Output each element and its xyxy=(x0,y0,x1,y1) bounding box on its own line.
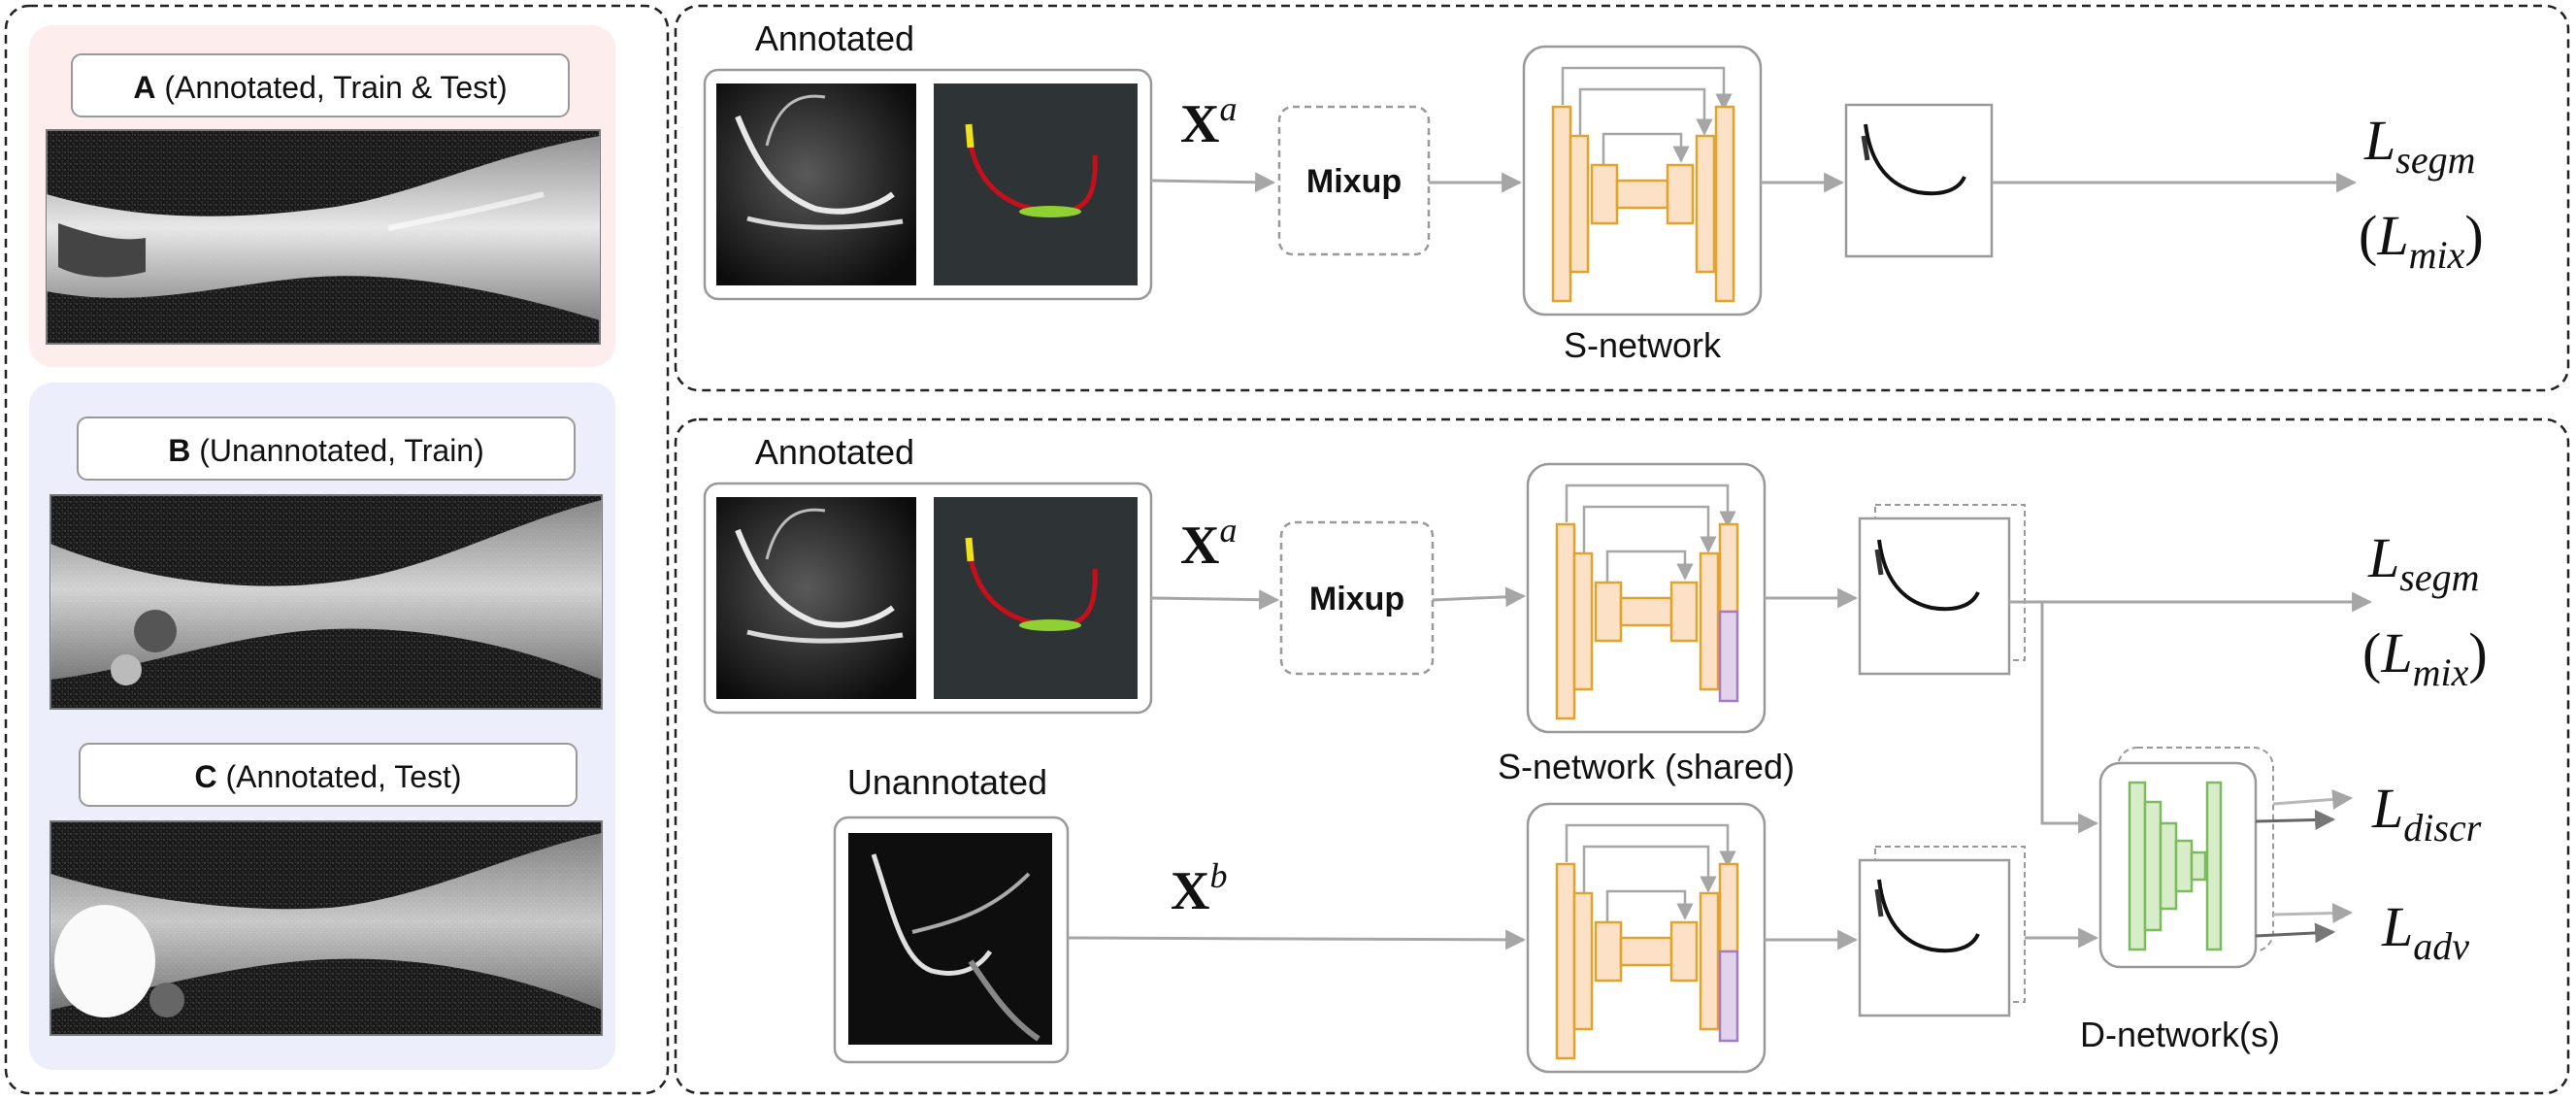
dataset-a-label-box xyxy=(71,53,570,117)
disc-arrow-adv-light xyxy=(2272,902,2354,923)
loss-discr: Ldiscr xyxy=(2371,777,2482,850)
top-arrow-input-to-mixup xyxy=(1150,172,1276,193)
disc-arrow-adv-dark xyxy=(2255,922,2336,944)
left-panel-frame xyxy=(4,4,670,1095)
bottom-mixup-box xyxy=(1279,520,1435,676)
dataset-c-image xyxy=(50,820,603,1036)
bottom-segmentation-output-a xyxy=(1858,504,2026,676)
loss-adv: Ladv xyxy=(2381,895,2469,968)
top-var-symbol: Xa xyxy=(1180,89,1237,154)
dataset-c-label-box xyxy=(79,743,578,807)
bottom-loss-segm: Lsegm xyxy=(2367,526,2479,599)
bottom-s-network-annotated xyxy=(1526,462,1767,734)
top-segmentation-output xyxy=(1844,103,1994,258)
dataset-c-label: C (Annotated, Test) xyxy=(194,759,461,794)
dataset-b-label-box xyxy=(77,417,576,481)
bottom-unannotated-input xyxy=(833,816,1070,1064)
top-loss-segm: Lsegm xyxy=(2363,109,2475,182)
bottom-arrow-output-a-to-discriminator xyxy=(2040,602,2099,834)
dataset-b-label: B (Unannotated, Train) xyxy=(168,433,484,468)
disc-arrow-discr-dark xyxy=(2255,809,2336,830)
top-loss-mix: (Lmix) xyxy=(2359,204,2484,277)
top-input-pair xyxy=(703,68,1153,301)
bottom-arrow-mixup-to-network xyxy=(1432,586,1527,608)
bottom-mixup-label: Mixup xyxy=(1309,581,1404,617)
bottom-arrow-input-to-mixup xyxy=(1150,589,1280,611)
bottom-var-symbol-a: Xa xyxy=(1180,511,1237,576)
bottom-arrow-unannotated-to-network xyxy=(1067,929,1527,950)
bottom-network-label: S-network (shared) xyxy=(1498,747,1795,786)
disc-arrow-discr-light xyxy=(2272,788,2354,810)
discriminator-network xyxy=(2098,747,2274,969)
top-input-label: Annotated xyxy=(755,18,914,58)
dataset-a-image xyxy=(46,129,601,345)
bottom-segmentation-output-b xyxy=(1858,846,2026,1017)
dataset-b-image xyxy=(50,494,603,710)
top-s-network xyxy=(1522,45,1763,317)
bottom-input-label-unannotated: Unannotated xyxy=(847,762,1047,802)
top-mixup-label: Mixup xyxy=(1306,163,1402,200)
dataset-a-label: A (Annotated, Train & Test) xyxy=(133,70,507,105)
bottom-var-symbol-b: Xb xyxy=(1171,856,1227,921)
bottom-s-network-unannotated xyxy=(1526,802,1767,1074)
top-network-label: S-network xyxy=(1564,325,1722,365)
bottom-input-label-annotated: Annotated xyxy=(755,432,914,472)
top-panel-frame xyxy=(674,4,2570,392)
bottom-annotated-input-pair xyxy=(703,482,1153,715)
top-mixup-box xyxy=(1277,105,1431,256)
bottom-panel-frame xyxy=(674,417,2570,1095)
discriminator-label: D-network(s) xyxy=(2080,1015,2280,1054)
bottom-loss-mix: (Lmix) xyxy=(2362,621,2488,694)
